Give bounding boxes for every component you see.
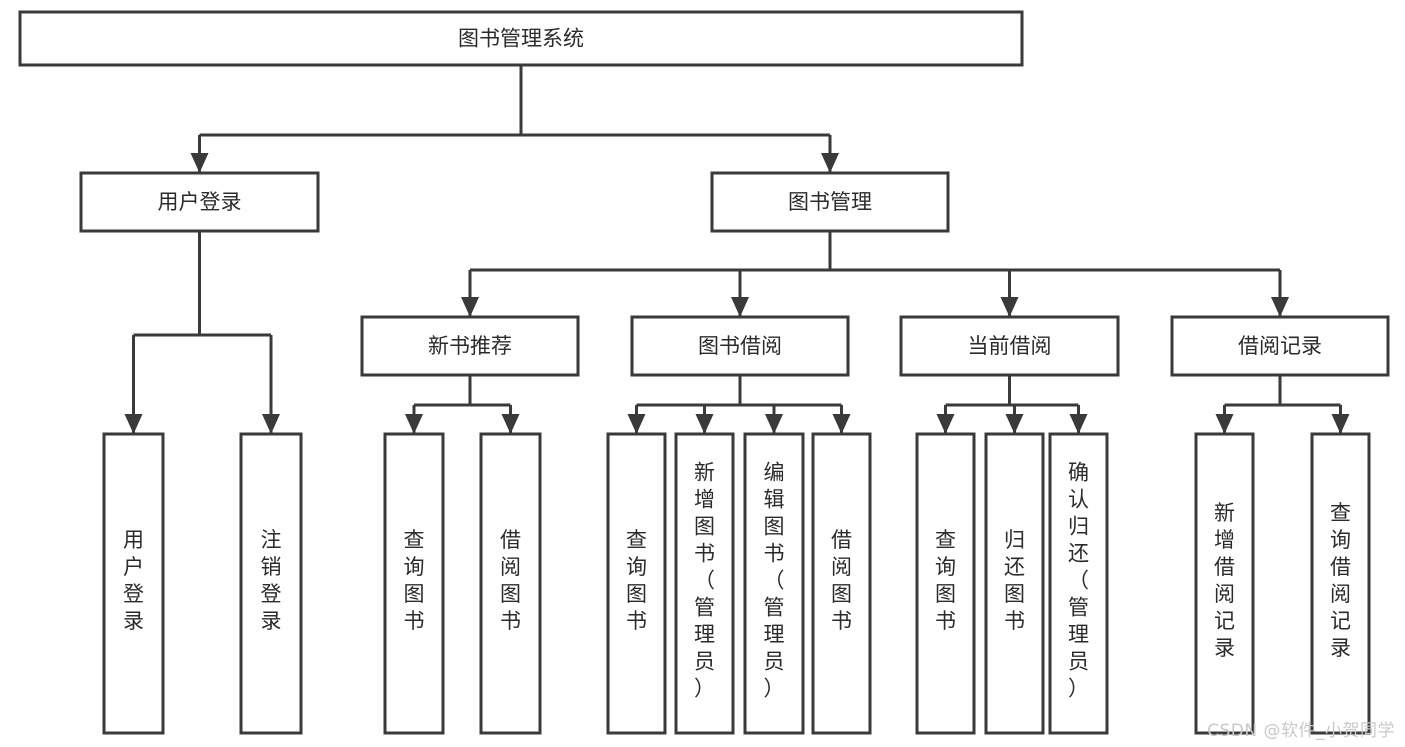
node-box	[360, 315, 580, 377]
node-leaf-query-record[interactable]: 查询借阅记录	[1310, 432, 1371, 735]
node-label: 注销登录	[261, 528, 282, 633]
node-borrow-record[interactable]: 借阅记录	[1170, 315, 1390, 377]
node-box	[811, 432, 872, 735]
node-leaf-add-book[interactable]: 新增图书（管理员）	[674, 432, 735, 735]
node-box	[383, 432, 445, 735]
node-leaf-query-book-3[interactable]: 查询图书	[915, 432, 976, 735]
node-book-manage[interactable]: 图书管理	[710, 171, 950, 233]
node-new-book-recommend[interactable]: 新书推荐	[360, 315, 580, 377]
arrow-head-icon	[731, 297, 749, 317]
node-leaf-edit-book[interactable]: 编辑图书（管理员）	[743, 432, 805, 735]
arrow-head-icon	[695, 414, 714, 434]
arrow-head-icon	[405, 414, 423, 434]
node-box	[984, 432, 1045, 735]
node-label: 用户登录	[158, 190, 242, 214]
node-box	[1310, 432, 1371, 735]
node-box	[18, 10, 1024, 67]
arrow-head-icon	[501, 414, 520, 434]
node-box	[674, 432, 735, 735]
arrow-head-icon	[1000, 297, 1019, 317]
arrow-head-icon	[262, 414, 280, 434]
node-label: 新增图书（管理员）	[694, 461, 715, 701]
node-label: 借阅图书	[831, 528, 852, 633]
node-label: 用户登录	[123, 528, 144, 633]
node-box	[102, 432, 165, 735]
arrow-head-icon	[936, 414, 955, 434]
node-leaf-add-record[interactable]: 新增借阅记录	[1194, 432, 1255, 735]
arrow-head-icon	[1215, 414, 1234, 434]
node-label: 新书推荐	[428, 334, 512, 358]
node-box	[743, 432, 805, 735]
node-box	[1048, 432, 1109, 735]
node-label: 当前借阅	[968, 334, 1052, 358]
arrow-head-icon	[627, 414, 646, 434]
node-leaf-query-book-1[interactable]: 查询图书	[383, 432, 445, 735]
node-box	[239, 432, 303, 735]
arrow-head-icon	[1069, 414, 1088, 434]
node-leaf-return-book[interactable]: 归还图书	[984, 432, 1045, 735]
node-label: 查询图书	[404, 528, 425, 633]
node-box	[1170, 315, 1390, 377]
node-layer: 图书管理系统用户登录图书管理新书推荐图书借阅当前借阅借阅记录用户登录注销登录查询…	[18, 10, 1390, 735]
node-label: 查询图书	[626, 528, 647, 633]
arrow-head-icon	[1005, 414, 1024, 434]
node-leaf-logout-login[interactable]: 注销登录	[239, 432, 303, 735]
node-box	[479, 432, 542, 735]
node-label: 借阅记录	[1238, 334, 1322, 358]
node-label: 编辑图书（管理员）	[764, 461, 785, 701]
node-book-borrow[interactable]: 图书借阅	[630, 315, 850, 377]
watermark-text: CSDN @软件_小贺同学	[1207, 721, 1395, 741]
arrow-head-icon	[190, 153, 209, 173]
node-current-borrow[interactable]: 当前借阅	[899, 315, 1120, 377]
node-leaf-confirm-return[interactable]: 确认归还（管理员）	[1048, 432, 1109, 735]
arrow-head-icon	[461, 297, 479, 317]
arrow-head-icon	[832, 414, 851, 434]
node-label: 确认归还（管理员）	[1068, 461, 1089, 701]
node-label: 查询图书	[935, 528, 956, 633]
arrow-head-icon	[765, 414, 783, 434]
node-label: 查询借阅记录	[1330, 501, 1351, 660]
node-box	[710, 171, 950, 233]
node-leaf-query-book-2[interactable]: 查询图书	[606, 432, 667, 735]
node-label: 图书借阅	[698, 334, 782, 358]
node-leaf-borrow-book-2[interactable]: 借阅图书	[811, 432, 872, 735]
connector-layer	[124, 65, 1350, 434]
node-user-login[interactable]: 用户登录	[79, 171, 320, 233]
node-root[interactable]: 图书管理系统	[18, 10, 1024, 67]
node-box	[899, 315, 1120, 377]
node-box	[630, 315, 850, 377]
node-label: 归还图书	[1004, 528, 1025, 633]
node-box	[1194, 432, 1255, 735]
arrow-head-icon	[821, 153, 839, 173]
node-box	[79, 171, 320, 233]
node-leaf-user-login[interactable]: 用户登录	[102, 432, 165, 735]
node-label: 新增借阅记录	[1214, 501, 1235, 660]
node-box	[915, 432, 976, 735]
node-label: 图书管理	[788, 190, 872, 214]
arrow-head-icon	[1271, 297, 1289, 317]
arrow-head-icon	[124, 414, 143, 434]
node-label: 借阅图书	[500, 528, 521, 633]
node-leaf-borrow-book-1[interactable]: 借阅图书	[479, 432, 542, 735]
node-label: 图书管理系统	[458, 27, 584, 51]
arrow-head-icon	[1331, 414, 1350, 434]
node-box	[606, 432, 667, 735]
